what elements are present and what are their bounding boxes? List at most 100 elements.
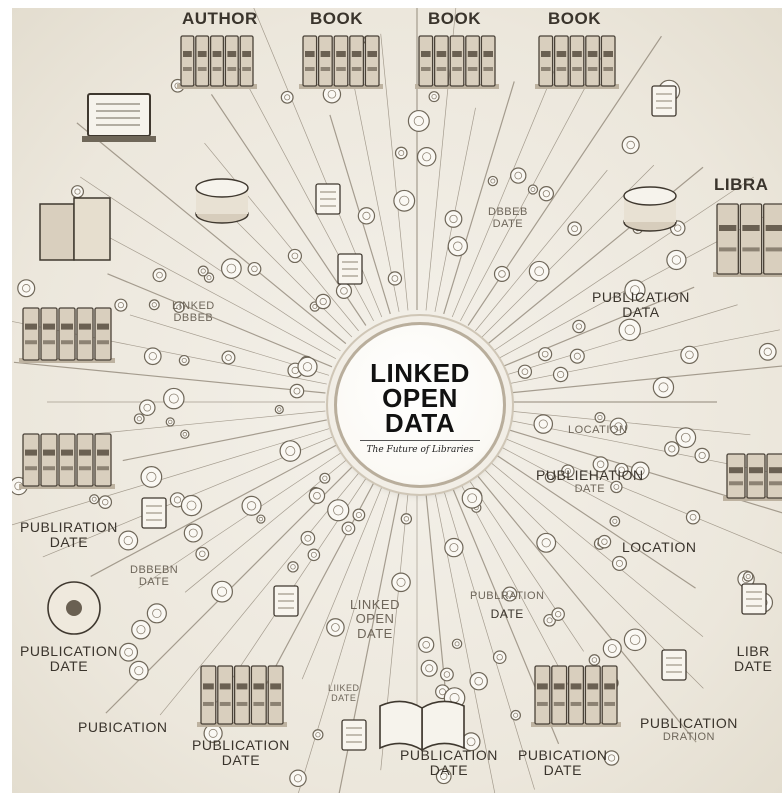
- node-inner-icon: [498, 270, 506, 278]
- date-label-left-line-1: DBBEBN: [130, 564, 179, 576]
- node-inner-icon: [422, 640, 430, 649]
- open-book-icon: [379, 700, 423, 752]
- node-inner-icon: [117, 302, 124, 309]
- node-icon: [119, 642, 139, 662]
- node-inner-icon: [143, 403, 152, 412]
- publication-duration-label-line-2: DRATION: [662, 731, 715, 744]
- node-inner-icon: [615, 559, 623, 567]
- left-shelf-lower-book-icon: [76, 433, 94, 487]
- left-shelf-lower-book-icon: [94, 433, 112, 487]
- node-icon: [312, 729, 324, 741]
- connection-network: [12, 8, 782, 793]
- publication-label-right-line-2: DATE: [574, 483, 606, 496]
- node-inner-icon: [176, 304, 182, 310]
- connector-line: [301, 486, 383, 680]
- book-shelf-1-book-band: [305, 67, 315, 71]
- node-icon: [538, 185, 555, 202]
- node-icon: [163, 387, 185, 410]
- node-icon: [652, 376, 675, 399]
- open-book-icon: [421, 700, 465, 752]
- node-inner-icon: [293, 774, 303, 783]
- connector-line: [508, 365, 782, 394]
- connector-line: [434, 107, 476, 312]
- book-shelf-1-book-label: [336, 51, 346, 57]
- book-shelf-2-book-band: [421, 67, 431, 71]
- left-shelf-lower-book-icon: [40, 433, 58, 487]
- node-inner-icon: [188, 528, 198, 538]
- connector-line: [508, 410, 751, 436]
- linked-label-left-line-1: LINKED: [172, 300, 215, 312]
- linked-open-date-label-line-1: LINKED: [350, 597, 400, 612]
- node-icon: [621, 135, 640, 155]
- node-icon: [469, 671, 488, 691]
- node-inner-icon: [629, 634, 641, 646]
- node-icon: [664, 441, 680, 457]
- library-label-bottom-right: LIBR DATE: [734, 643, 772, 675]
- node-icon: [140, 466, 163, 488]
- left-shelf-upper-book-label: [25, 323, 37, 330]
- bottom-shelf-right-book-icon: [601, 665, 618, 725]
- publication-date-label-mid-line-2: DATE: [490, 607, 524, 622]
- linked-date-label: LIIKED DATE: [328, 683, 360, 704]
- bottom-shelf-left-book-band: [253, 701, 265, 706]
- book-shelf-2-book-band: [452, 67, 462, 71]
- node-icon: [297, 356, 318, 377]
- node-inner-icon: [575, 323, 583, 330]
- node-inner-icon: [618, 466, 625, 474]
- node-inner-icon: [168, 393, 179, 404]
- node-icon: [567, 221, 582, 236]
- connector-line: [493, 452, 696, 589]
- node-inner-icon: [345, 525, 352, 532]
- book-shelf-3-book-label: [603, 51, 613, 57]
- node-icon: [308, 487, 326, 505]
- node-inner-icon: [467, 493, 477, 504]
- connector-line: [380, 33, 409, 311]
- book-shelf-1-book-icon: [302, 35, 318, 87]
- connector-line: [204, 142, 359, 332]
- node-inner-icon: [362, 211, 371, 220]
- linked-open-date-label-line-3: DATE: [357, 625, 393, 641]
- book-shelf-2-book-band: [436, 67, 447, 71]
- node-icon: [280, 90, 294, 104]
- node-icon: [128, 660, 149, 681]
- node-inner-icon: [680, 432, 691, 443]
- node-icon: [588, 654, 601, 666]
- node-inner-icon: [333, 505, 344, 516]
- publication-date-label-bottom-1: PUBLICATION DATE: [192, 737, 290, 769]
- author-label: AUTHOR: [182, 9, 258, 28]
- left-shelf-lower-book-band: [43, 466, 55, 471]
- node-inner-icon: [668, 445, 676, 453]
- publication-label-lower-left-line-1: PUBLICATION: [20, 643, 118, 659]
- bottom-shelf-right-book-icon: [534, 665, 551, 725]
- left-shelf-lower-book-icon: [58, 433, 76, 487]
- left-shelf-lower-book-label: [97, 449, 109, 456]
- left-shelf-upper-book-icon: [76, 307, 94, 361]
- node-inner-icon: [152, 608, 162, 619]
- node-icon: [594, 412, 606, 423]
- library-shelf-book-label: [765, 225, 782, 231]
- book-label-1: BOOK: [310, 9, 363, 28]
- node-icon: [114, 298, 128, 312]
- node-icon: [444, 210, 463, 228]
- connector-line: [504, 304, 738, 376]
- node-icon: [533, 414, 554, 434]
- left-shelf-lower-book-band: [97, 466, 109, 471]
- node-inner-icon: [454, 641, 460, 647]
- bottom-shelf-right-book-band: [553, 701, 565, 706]
- left-shelf-upper-book-band: [61, 340, 73, 345]
- bottom-shelf-left-book-icon: [267, 665, 284, 725]
- node-inner-icon: [186, 500, 197, 511]
- bottom-shelf-left-book-band: [203, 701, 214, 706]
- node-inner-icon: [322, 475, 328, 481]
- bottom-shelf-right-book-icon: [551, 665, 568, 725]
- disc-center-icon: [66, 600, 82, 616]
- node-inner-icon: [312, 304, 318, 310]
- node-icon: [180, 494, 203, 517]
- connector-line: [504, 428, 782, 514]
- bottom-shelf-left-book-icon: [250, 665, 267, 725]
- bottom-shelf-right-book-icon: [584, 665, 601, 725]
- date-label-top-line-1: DBBEB: [488, 206, 528, 218]
- hub-subtitle: The Future of Libraries: [366, 445, 474, 455]
- node-inner-icon: [571, 225, 579, 233]
- linked-label-left-line-2: DBBEB: [173, 312, 214, 325]
